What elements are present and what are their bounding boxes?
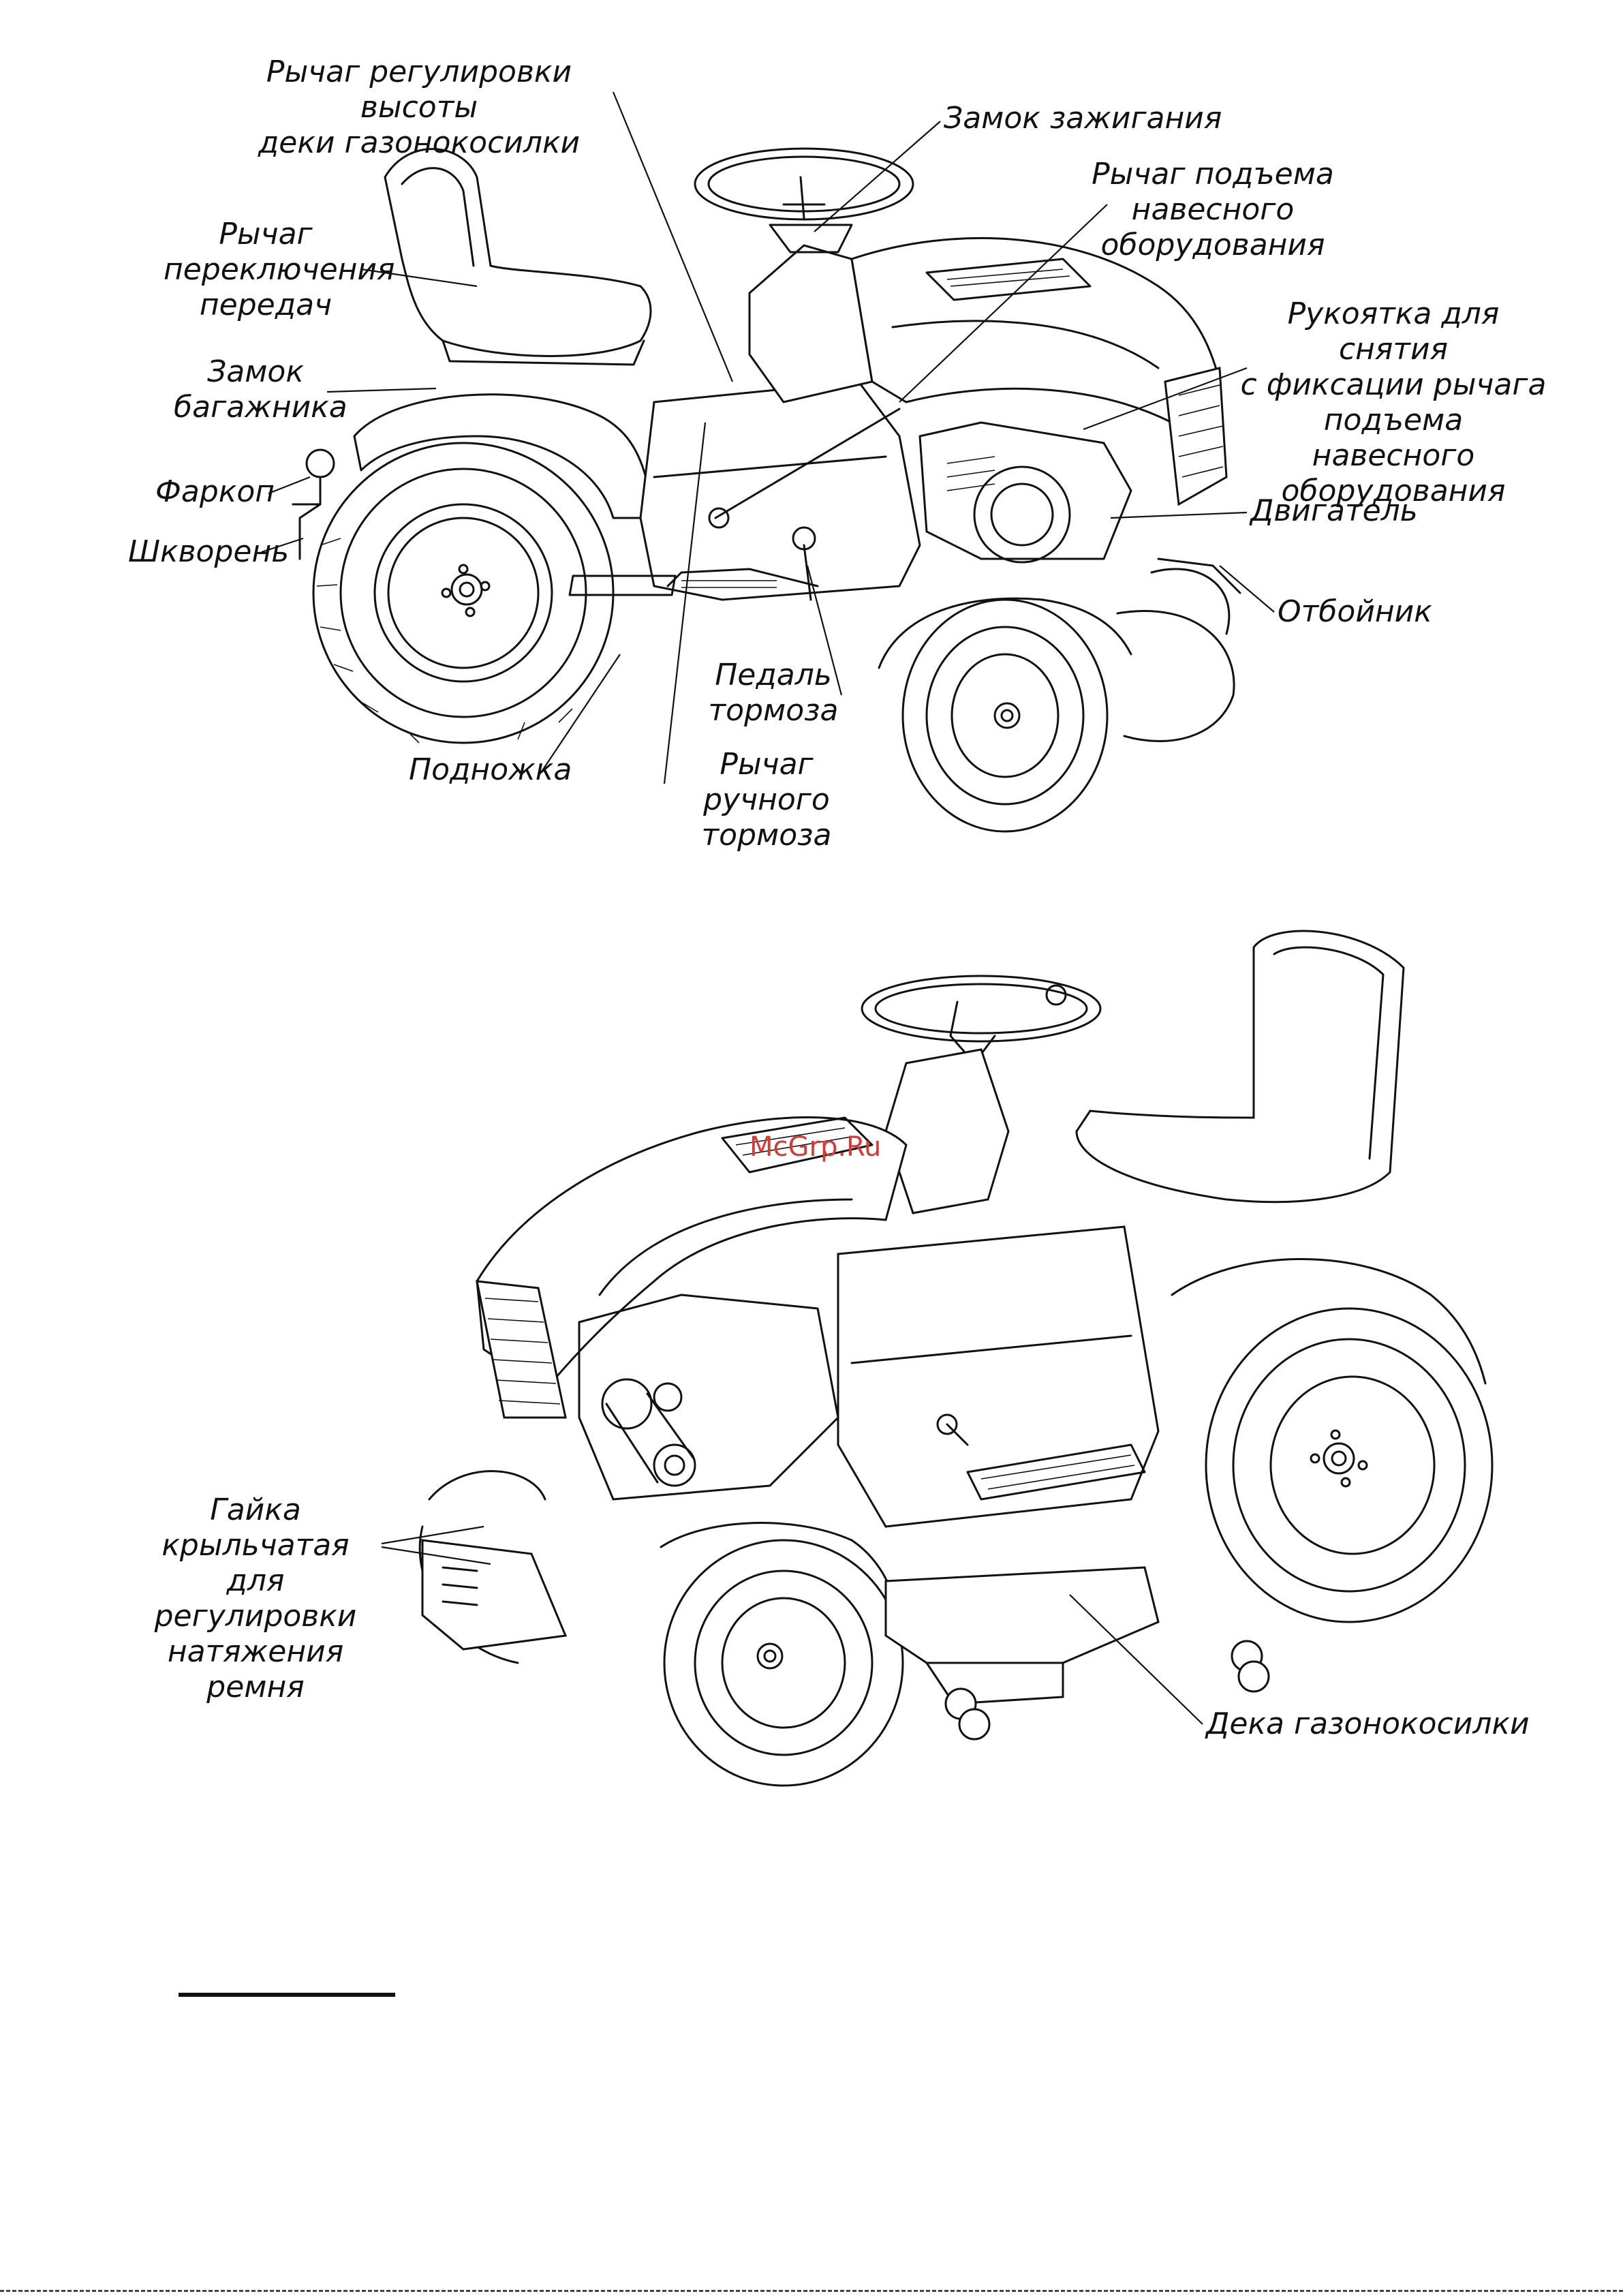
callout-engine: Двигатель — [1250, 493, 1418, 528]
callout-trunk-lock: Замок багажника — [174, 354, 347, 425]
footnote-rule — [179, 1993, 395, 1997]
callout-pin: Шкворень — [128, 534, 290, 569]
callout-footrest: Подножка — [409, 752, 572, 787]
callout-parking-brake-lever: Рычаг ручного тормоза — [701, 747, 832, 853]
page-bottom-border — [0, 2290, 1623, 2292]
callout-hitch: Фаркоп — [155, 474, 275, 509]
callout-deck-height-lever: Рычаг регулировки высоты деки газонокоси… — [258, 55, 581, 160]
watermark: McGrp.Ru — [749, 1131, 882, 1163]
top-tractor-drawing — [292, 147, 1241, 833]
callout-ignition-lock: Замок зажигания — [944, 101, 1222, 136]
callout-bumper: Отбойник — [1278, 594, 1432, 629]
callout-gear-shift-lever: Рычаг переключения передач — [164, 217, 395, 322]
callout-wing-nut: Гайка крыльчатая для регулировки натяжен… — [154, 1493, 357, 1704]
callout-attachment-lift-lever: Рычаг подъема навесного оборудования — [1092, 157, 1334, 262]
leader-lines — [261, 91, 1275, 1725]
callout-brake-pedal: Педаль тормоза — [708, 658, 839, 728]
bottom-tractor-drawing — [418, 930, 1494, 1787]
callout-mower-deck: Дека газонокосилки — [1206, 1706, 1530, 1741]
callout-lift-lock-handle: Рукоятка для снятия с фиксации рычага по… — [1240, 296, 1547, 508]
